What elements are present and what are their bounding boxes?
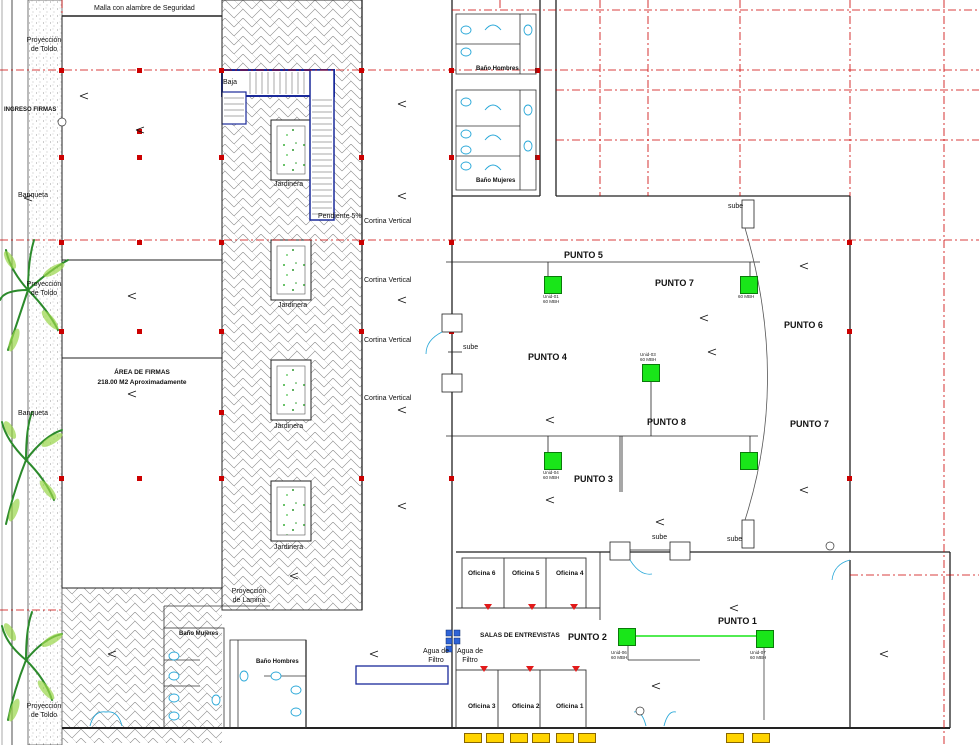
- roof-projection-label: Proyección de Lamina: [231, 588, 267, 604]
- planter-label: Jardinera: [274, 181, 304, 188]
- hvac-unit: [642, 364, 660, 382]
- slope-label: Pendiente 5%: [318, 213, 362, 220]
- office-markers: [480, 604, 580, 672]
- zone-label: PUNTO 4: [528, 352, 567, 362]
- hvac-lines: [446, 227, 768, 551]
- sidewalk-label: Banqueta: [18, 410, 48, 417]
- hvac-unit-label: 60 MBH: [738, 294, 755, 299]
- zone-label: PUNTO 8: [647, 417, 686, 427]
- office-label: Oficina 4: [556, 570, 584, 577]
- sidewalk-strip: [27, 0, 63, 745]
- water-filter-label: Agua de Filtro: [456, 648, 484, 664]
- area-firmas-title: ÁREA DE FIRMAS: [114, 369, 170, 376]
- condenser-unit: [726, 733, 744, 743]
- sidewalk-label: Banqueta: [18, 192, 48, 199]
- zone-label: PUNTO 7: [655, 278, 694, 288]
- zone-label: PUNTO 2: [568, 632, 607, 642]
- vertical-curtain-label: Cortina Vertical: [364, 395, 412, 402]
- condenser-unit: [752, 733, 770, 743]
- lower-offices: [455, 552, 601, 729]
- paved-lower: [62, 588, 222, 743]
- vertical-curtain-label: Cortina Vertical: [364, 337, 412, 344]
- womens-restroom-label: Baño Mujeres: [179, 631, 219, 637]
- area-firmas-walls: [61, 15, 223, 589]
- condenser-unit: [556, 733, 574, 743]
- awning-projection-label: Proyección de Toldo: [26, 703, 62, 719]
- hvac-unit: [544, 276, 562, 294]
- counter: [355, 665, 449, 685]
- ceiling-symbols: [23, 92, 889, 690]
- entrance-label: INGRESO FIRMAS: [4, 107, 57, 113]
- vertical-curtain-label: Cortina Vertical: [364, 218, 412, 225]
- condenser-unit: [464, 733, 482, 743]
- stairs-down-label: Baja: [223, 79, 238, 86]
- office-label: Oficina 3: [468, 703, 496, 710]
- zone-label: PUNTO 5: [564, 250, 603, 260]
- vertical-curtain-label: Cortina Vertical: [364, 277, 412, 284]
- hvac-unit: [618, 628, 636, 646]
- condenser-unit: [510, 733, 528, 743]
- stairs-up-label: sube: [727, 536, 743, 543]
- water-filter-label: Agua de Filtro: [422, 648, 450, 664]
- planters: [270, 119, 312, 542]
- lower-fixtures: [89, 651, 677, 727]
- stairs-up-label: sube: [652, 534, 668, 541]
- hvac-unit: [756, 630, 774, 648]
- awning-projection-label: Proyección de Toldo: [26, 37, 62, 53]
- upper-bathrooms: [455, 13, 537, 191]
- upper-fixtures: [460, 24, 533, 171]
- hvac-unit: [544, 452, 562, 470]
- office-label: Oficina 5: [512, 570, 540, 577]
- womens-restroom-label: Baño Mujeres: [476, 178, 516, 184]
- condenser-unit: [532, 733, 550, 743]
- area-firmas-size: 218.00 M2 Aproximadamente: [97, 379, 187, 386]
- palm-plants: [0, 239, 69, 721]
- planter-label: Jardinera: [274, 544, 304, 551]
- condenser-unit: [578, 733, 596, 743]
- office-label: Oficina 2: [512, 703, 540, 710]
- mens-restroom-label: Baño Hombres: [256, 659, 299, 665]
- interview-rooms-label: SALAS DE ENTREVISTAS: [480, 632, 560, 639]
- hvac-unit: [740, 276, 758, 294]
- condenser-unit: [486, 733, 504, 743]
- zone-label: PUNTO 6: [784, 320, 823, 330]
- security-fence-label: Malla con alambre de Seguridad: [94, 5, 195, 12]
- hvac-unit: [740, 452, 758, 470]
- column-markers: [59, 68, 852, 481]
- stairs-up-label: sube: [728, 203, 744, 210]
- fixture-circles: [57, 117, 835, 716]
- awning-projection-label: Proyección de Toldo: [26, 281, 62, 297]
- stairs-up-label: sube: [463, 344, 479, 351]
- zone-label: PUNTO 3: [574, 474, 613, 484]
- office-label: Oficina 6: [468, 570, 496, 577]
- water-filter-icon: [445, 629, 461, 653]
- palm-leaves: [3, 251, 65, 722]
- planter-label: Jardinera: [274, 423, 304, 430]
- mens-restroom-label: Baño Hombres: [476, 66, 519, 72]
- doors: [425, 199, 851, 581]
- planter-label: Jardinera: [278, 302, 308, 309]
- zone-label: PUNTO 1: [718, 616, 757, 626]
- zone-label: PUNTO 7: [790, 419, 829, 429]
- office-label: Oficina 1: [556, 703, 584, 710]
